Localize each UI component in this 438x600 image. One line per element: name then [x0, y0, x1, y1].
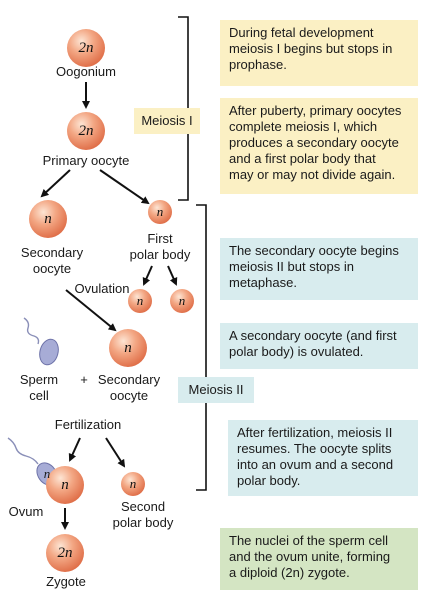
sperm-nucleus-label: n — [43, 466, 51, 481]
label-plus: + — [80, 372, 88, 387]
label-primary-oocyte: Primary oocyte — [42, 153, 130, 168]
label-second-polar-2: polar body — [112, 515, 174, 530]
label-first-polar-2: polar body — [129, 247, 191, 262]
description-zygote-line: a diploid (2n) zygote. — [229, 565, 350, 580]
description-ovulated-line: polar body) is ovulated. — [229, 344, 364, 359]
description-ovulated: A secondary oocyte (and first polar body… — [220, 323, 418, 369]
description-metaphase-line: meiosis II but stops in — [229, 259, 354, 274]
label-ovulated-1: Secondary — [97, 372, 161, 387]
description-zygote: The nuclei of the sperm cell and the ovu… — [220, 528, 418, 590]
description-fertilization-line: into an ovum and a second — [237, 457, 394, 472]
arrow-fertilization-to-second-polar — [105, 437, 126, 468]
description-ovulated-line: A secondary oocyte (and first — [229, 328, 397, 343]
description-puberty: After puberty, primary oocytes complete … — [220, 98, 418, 194]
label-zygote: Zygote — [46, 574, 86, 589]
secondary-oocyte-cell: n — [29, 200, 67, 238]
description-zygote-line: and the ovum unite, forming — [229, 549, 391, 564]
arrow-primary-to-secondary — [40, 169, 71, 198]
description-puberty-line: produces a secondary oocyte — [229, 135, 399, 150]
label-first-polar-1: First — [147, 231, 173, 246]
second-polar-body-cell: n — [121, 472, 145, 496]
zygote-cell: 2n — [46, 534, 84, 572]
description-puberty-line: and a first polar body that — [229, 151, 376, 166]
arrow-polar-split-left — [142, 265, 153, 286]
description-fetal: During fetal development meiosis I begin… — [220, 20, 418, 86]
meiosis-2-bracket — [196, 204, 207, 491]
label-second-polar-1: Second — [120, 499, 166, 514]
label-ovulated-2: oocyte — [109, 388, 149, 403]
arrow-fertilization-to-ovum — [68, 437, 81, 462]
description-fertilization-line: After fertilization, meiosis II — [237, 425, 393, 440]
ovulated-oocyte-cell: n — [109, 329, 147, 367]
primary-oocyte-cell: 2n — [67, 112, 105, 150]
arrow-primary-to-first-polar — [99, 169, 150, 205]
description-fetal-line: During fetal development — [229, 25, 374, 40]
polar-body-split-right: n — [170, 289, 194, 313]
description-fertilization: After fertilization, meiosis II resumes.… — [228, 420, 418, 496]
first-polar-body-cell: n — [148, 200, 172, 224]
oogonium-cell: 2n — [67, 29, 105, 67]
label-ovulation: Ovulation — [74, 281, 130, 296]
label-oogonium: Oogonium — [56, 64, 116, 79]
label-sperm-2: cell — [29, 388, 49, 403]
sperm-cell-free — [23, 317, 59, 366]
description-zygote-line: The nuclei of the sperm cell — [229, 533, 388, 548]
ovum-cell: n — [46, 466, 84, 504]
description-fetal-line: meiosis I begins but stops in — [229, 41, 393, 56]
description-metaphase-line: metaphase. — [229, 275, 297, 290]
label-secondary-oocyte-1: Secondary — [20, 245, 84, 260]
arrow-secondary-to-ovulated — [65, 289, 117, 332]
stage-label-meiosis-1: Meiosis I — [134, 108, 200, 134]
description-fertilization-line: polar body. — [237, 473, 301, 488]
label-ovum: Ovum — [8, 504, 44, 519]
description-fertilization-line: resumes. The oocyte splits — [237, 441, 392, 456]
arrow-polar-split-right — [167, 265, 178, 286]
description-puberty-line: complete meiosis I, which — [229, 119, 378, 134]
description-puberty-line: After puberty, primary oocytes — [229, 103, 402, 118]
description-metaphase-line: The secondary oocyte begins — [229, 243, 399, 258]
label-secondary-oocyte-2: oocyte — [32, 261, 72, 276]
label-sperm-1: Sperm — [19, 372, 59, 387]
polar-body-split-left: n — [128, 289, 152, 313]
label-fertilization: Fertilization — [54, 417, 122, 432]
description-puberty-line: may or may not divide again. — [229, 167, 396, 182]
stage-label-meiosis-2: Meiosis II — [178, 377, 254, 403]
description-metaphase-arrest: The secondary oocyte begins meiosis II b… — [220, 238, 418, 300]
description-fetal-line: prophase. — [229, 57, 287, 72]
